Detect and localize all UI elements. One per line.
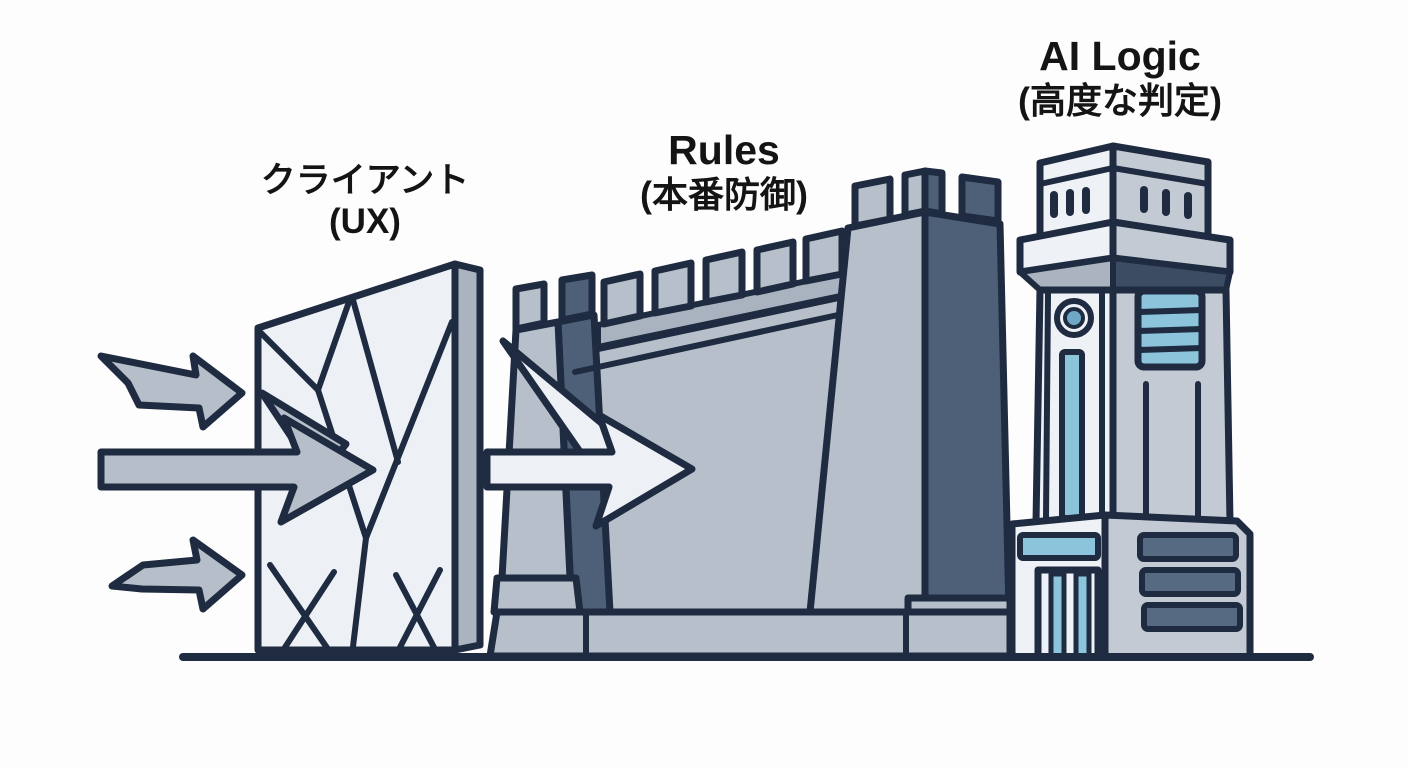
label-client-ux: クライアント (UX) <box>225 160 505 243</box>
pilaster-line <box>1043 291 1051 521</box>
crown-slits <box>1050 186 1192 219</box>
louver-divider <box>1135 345 1205 353</box>
castle-keep-crenellations <box>851 167 1002 230</box>
label-rules: Rules (本番防御) <box>588 126 860 217</box>
castle-buttress-tooth <box>512 280 548 333</box>
label-ai-logic: AI Logic (高度な判定) <box>982 32 1258 123</box>
label-client-line2: (UX) <box>329 202 401 242</box>
deflected-arrow-icon <box>483 411 696 530</box>
incoming-arrow-bottom-icon <box>108 536 246 613</box>
louver-divider <box>1135 307 1205 315</box>
strip-window <box>1017 532 1101 561</box>
crown-band-line <box>1037 165 1116 187</box>
label-client-line1: クライアント <box>260 161 470 200</box>
incoming-arrows <box>97 352 377 613</box>
castle-buttress-step <box>490 574 584 616</box>
door-glass-pane <box>1073 571 1092 660</box>
castle-keep-dark-face <box>921 208 1014 659</box>
castle-wall-illustration <box>486 167 1014 660</box>
castle-plinth <box>486 608 1014 660</box>
label-ai-line2: (高度な判定) <box>1018 80 1222 122</box>
piercing-arrow-icon <box>97 414 377 526</box>
incoming-arrow-top-icon <box>97 352 246 431</box>
base-slat <box>1139 567 1241 597</box>
castle-crenellations <box>600 227 846 328</box>
base-slat <box>1141 602 1243 632</box>
crown-band-line <box>1110 165 1211 187</box>
deflected-arrow <box>483 337 696 530</box>
panel-side-edge <box>451 260 484 654</box>
door-glass-pane <box>1048 571 1067 660</box>
base-slat <box>1137 532 1239 562</box>
label-rules-line2: (本番防御) <box>640 174 808 216</box>
label-ai-line1: AI Logic <box>1039 33 1201 79</box>
ai-tower-illustration <box>1008 142 1254 661</box>
castle-pillar-tooth <box>558 271 596 324</box>
label-rules-line1: Rules <box>668 127 780 173</box>
louver-divider <box>1135 326 1205 334</box>
slit-window <box>1059 349 1085 521</box>
castle-walkway-line <box>572 312 841 375</box>
porthole-glass <box>1063 307 1085 329</box>
